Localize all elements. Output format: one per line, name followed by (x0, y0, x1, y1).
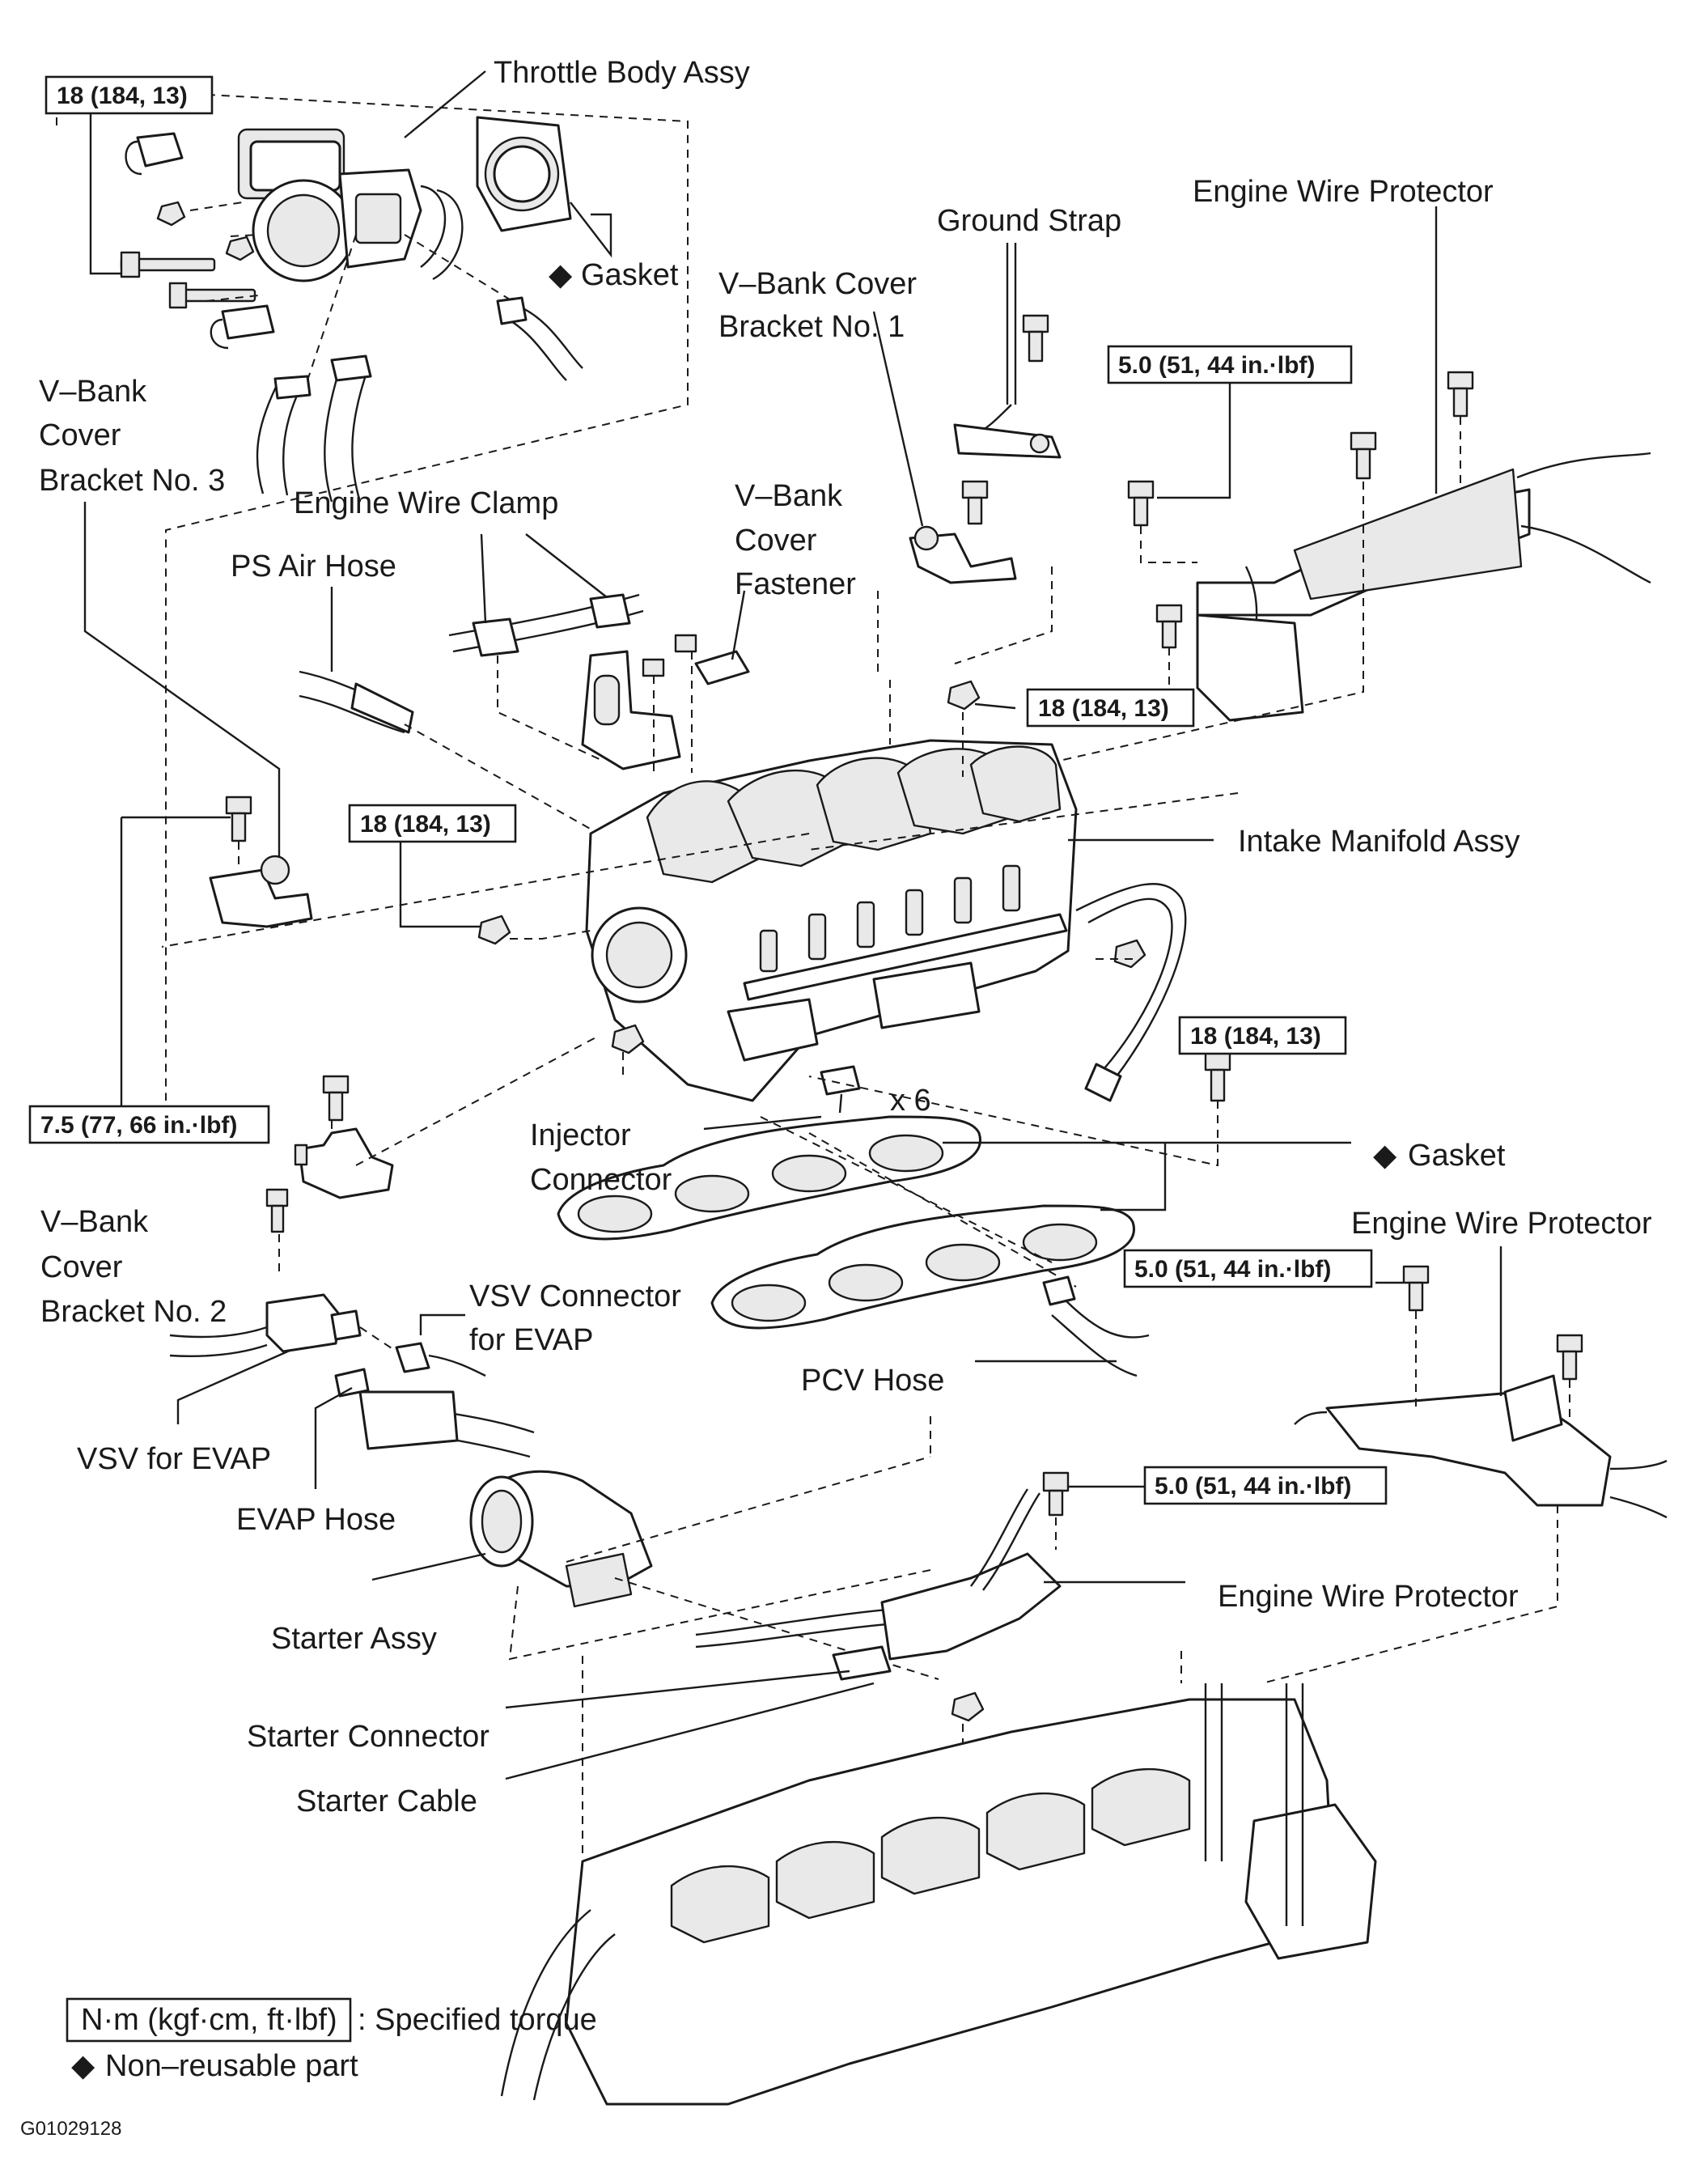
label-vbank-bracket-3-line2: Cover (39, 418, 121, 452)
label-starter-cable: Starter Cable (296, 1784, 477, 1818)
vbank-bracket-2-drawing (265, 1035, 600, 1275)
label-intake-manifold-assy: Intake Manifold Assy (1238, 825, 1520, 859)
label-gasket-mid-diamond: ◆ (1373, 1139, 1397, 1173)
label-injector-connector-line2: Connector (530, 1163, 672, 1197)
manifold-leaders (161, 566, 1239, 1076)
label-vbank-bracket-1-line1: V–Bank Cover (718, 267, 917, 301)
label-vsv-for-evap: VSV for EVAP (77, 1442, 271, 1476)
injector-gasket-drawing (557, 1050, 1351, 1330)
label-vbank-bracket-3-line1: V–Bank (39, 375, 147, 409)
pcv-hose-drawing (975, 1275, 1150, 1377)
legend-diamond-icon: ◆ (71, 2049, 95, 2083)
torque-protector-low-bolt: 5.0 (51, 44 in.·lbf) (1155, 1473, 1351, 1500)
ps-air-hose-drawing (299, 587, 600, 834)
label-vbank-bracket-2-line1: V–Bank (40, 1205, 149, 1239)
starter-assy-drawing (371, 1416, 939, 1680)
torque-manifold-left-nut: 18 (184, 13) (360, 811, 491, 838)
label-engine-wire-protector-top: Engine Wire Protector (1193, 175, 1494, 209)
vbank-bracket-1-drawing (872, 311, 1017, 584)
legend: N·m (kgf·cm, ft·lbf) : Specified torque … (20, 1997, 597, 2140)
label-vbank-bracket-1-line2: Bracket No. 1 (718, 310, 905, 344)
label-vsv-connector-line2: for EVAP (469, 1323, 593, 1357)
label-gasket-top: Gasket (581, 258, 679, 292)
label-vbank-bracket-2-line3: Bracket No. 2 (40, 1295, 227, 1329)
label-ps-air-hose: PS Air Hose (231, 549, 396, 583)
label-gasket-top-diamond: ◆ (549, 258, 573, 292)
engine-wire-protector-right-drawing (1261, 1246, 1668, 1684)
torque-spec-boxes: 18 (184, 13) 5.0 (51, 44 in.·lbf) 18 (18… (28, 75, 1388, 1505)
label-throttle-body-assy: Throttle Body Assy (494, 56, 750, 90)
label-engine-wire-clamp: Engine Wire Clamp (294, 486, 558, 520)
label-ground-strap: Ground Strap (937, 204, 1121, 238)
label-x6: x 6 (890, 1084, 931, 1118)
legend-nonreusable: Non–reusable part (105, 2049, 358, 2083)
torque-throttle-bolts: 18 (184, 13) (57, 83, 188, 109)
label-vbank-fastener-line3: Fastener (735, 567, 856, 601)
vbank-bracket-3-drawing (83, 502, 313, 1125)
vsv-evap-drawing (169, 1293, 535, 1489)
label-vbank-bracket-2-line2: Cover (40, 1250, 123, 1284)
part-labels: Throttle Body Assy ◆ Gasket Ground Strap… (39, 56, 1652, 1818)
throttle-body-drawing (120, 116, 583, 503)
torque-manifold-top-nut: 18 (184, 13) (1038, 695, 1169, 722)
torque-bracket-bolt: 7.5 (77, 66 in.·lbf) (40, 1112, 237, 1139)
intake-manifold-drawing (477, 680, 1214, 1102)
engine-wire-protector-top-drawing (808, 206, 1651, 818)
label-starter-connector: Starter Connector (247, 1720, 490, 1754)
label-engine-wire-protector-low: Engine Wire Protector (1218, 1580, 1519, 1614)
legend-torque-box-text: N·m (kgf·cm, ft·lbf) (81, 2003, 337, 2037)
torque-protector-right-bolt: 5.0 (51, 44 in.·lbf) (1134, 1256, 1331, 1283)
label-injector-connector-line1: Injector (530, 1118, 631, 1152)
legend-torque-desc: : Specified torque (358, 2003, 597, 2037)
label-vbank-fastener-line1: V–Bank (735, 479, 843, 513)
label-vsv-connector-line1: VSV Connector (469, 1279, 681, 1313)
label-evap-hose: EVAP Hose (236, 1503, 396, 1537)
label-gasket-mid: Gasket (1408, 1139, 1506, 1173)
torque-top-right-bolts: 5.0 (51, 44 in.·lbf) (1118, 352, 1315, 379)
engine-wire-clamp-drawing (448, 533, 644, 762)
torque-manifold-right-bolt: 18 (184, 13) (1190, 1023, 1321, 1050)
engine-block-drawing (500, 1651, 1377, 2106)
label-starter-assy: Starter Assy (271, 1622, 437, 1656)
engine-wire-protector-low-drawing (505, 1471, 1185, 1780)
label-vbank-bracket-3-line3: Bracket No. 3 (39, 464, 225, 498)
figure-code: G01029128 (20, 2118, 121, 2140)
label-engine-wire-protector-mid: Engine Wire Protector (1351, 1207, 1652, 1241)
label-vbank-fastener-line2: Cover (735, 524, 817, 558)
vbank-fastener-drawing (581, 590, 750, 777)
throttle-leaders (56, 70, 689, 1101)
label-pcv-hose: PCV Hose (801, 1364, 944, 1398)
ground-strap-drawing (953, 243, 1062, 459)
